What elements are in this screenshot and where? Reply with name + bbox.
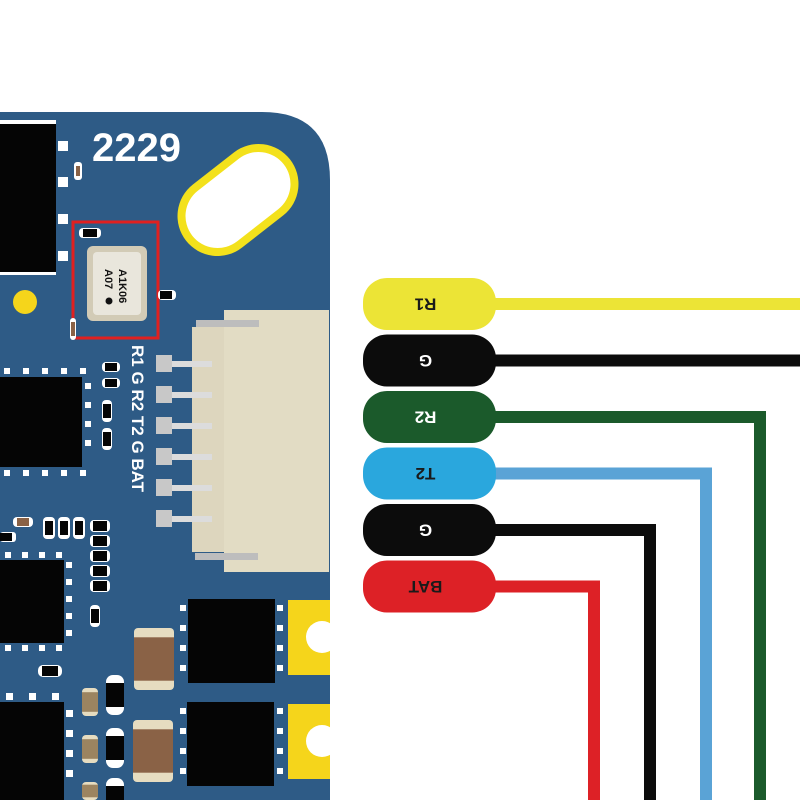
smd-cluster [0, 517, 110, 677]
wire-tag-label: G [419, 351, 432, 370]
jst-connector [156, 310, 329, 572]
sensor-chip-text-line1: A1K06 [116, 269, 128, 303]
connector-pin-pad [156, 510, 172, 527]
capacitor [82, 782, 98, 800]
wire-tag-r2: R2 [363, 391, 496, 443]
wire-tag-body [363, 334, 496, 387]
connector-pin [172, 361, 212, 367]
pin-label: G [128, 367, 147, 385]
connector-pin-pad [156, 448, 172, 465]
barometer-highlight-box [71, 220, 160, 340]
wire-t2-3 [491, 467, 712, 800]
connector-pin-pad [156, 417, 172, 434]
smd-resistor [106, 778, 124, 800]
pin-label: BAT [128, 454, 147, 493]
mounting-hole [177, 143, 299, 257]
mosfet-top [188, 599, 275, 683]
wire-tag-body [363, 391, 496, 443]
wire-bat-5 [491, 580, 600, 800]
chip-lower-left [0, 560, 64, 643]
board-model-label: 2229 [92, 126, 181, 170]
wire-tag-label: G [419, 521, 432, 540]
wire-r2-2 [491, 411, 766, 800]
wire-tag-label: R2 [415, 408, 437, 427]
capacitor [134, 628, 174, 690]
connector-pins [156, 355, 212, 527]
pin-label: G [128, 436, 147, 454]
chip-top-left [0, 122, 56, 274]
pin1-dot [105, 297, 113, 305]
capacitors [82, 628, 174, 800]
wire-tag-g: G [363, 334, 496, 387]
chip-bottom-left [0, 702, 64, 800]
capacitor [82, 688, 98, 716]
barometer-sensor-chip: A1K06 A07 [87, 246, 147, 321]
connector-pin [172, 485, 212, 491]
mosfet-bottom [187, 702, 274, 786]
sensor-chip-text-line2: A07 [102, 269, 114, 289]
wire-tag-body [363, 278, 496, 330]
smd-resistor [106, 728, 124, 768]
pin-label: R1 [128, 345, 147, 367]
connector-pin [172, 392, 212, 398]
wire-tag-label: T2 [416, 464, 436, 483]
chip-edge [0, 120, 56, 124]
connector-pin-pad [156, 355, 172, 372]
pcb-board: 2229 A1K06 A07 R1 G R2 T2 [0, 112, 338, 800]
connector-pin [172, 516, 212, 522]
smd-resistor [106, 675, 124, 715]
wire-tag-t2: T2 [363, 447, 496, 500]
pin-label: T2 [128, 411, 147, 436]
chip-edge [0, 272, 56, 275]
fiducial-dot [13, 290, 37, 314]
pin-label: R2 [128, 385, 147, 411]
wire-tag-bat: BAT [363, 560, 496, 613]
connector-pin-pad [156, 479, 172, 496]
wire-tag-body [363, 560, 496, 613]
connector-pin [172, 454, 212, 460]
capacitor [133, 720, 173, 782]
smd-row [70, 318, 76, 340]
connector-pin [172, 423, 212, 429]
wires [491, 298, 800, 800]
wire-tag-body [363, 504, 496, 556]
connector-pin-pad [156, 386, 172, 403]
chip-mid-left [0, 377, 82, 467]
wire-tag-label: R1 [415, 295, 437, 314]
wire-tag-r1: R1 [363, 278, 496, 330]
wire-tag-body [363, 447, 496, 500]
capacitor [82, 735, 98, 763]
pin-label-strip: R1 G R2 T2 G BAT [128, 345, 147, 493]
wire-tag-g: G [363, 504, 496, 556]
pin-labels: R1 G R2 T2 G BAT [128, 345, 147, 493]
wire-g-4 [491, 524, 656, 800]
chip-pins [58, 141, 68, 261]
wire-tag-label: BAT [408, 577, 442, 596]
power-pads [288, 600, 338, 779]
